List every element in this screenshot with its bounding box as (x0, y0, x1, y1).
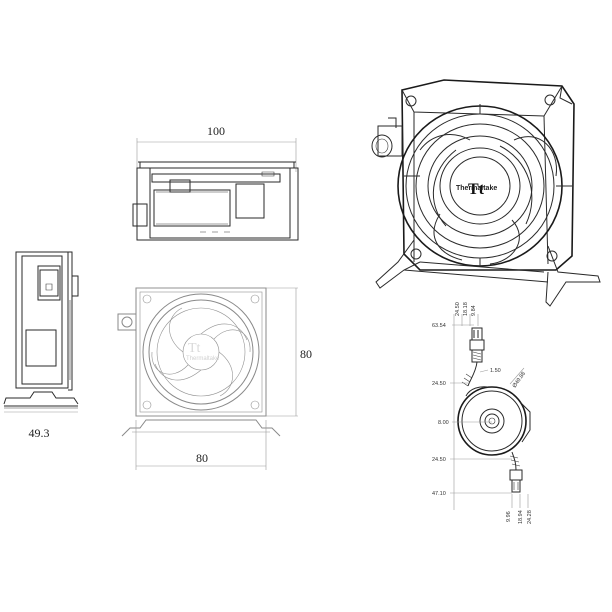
dim-label-47-10: 47.10 (432, 491, 446, 497)
top-width-label: 100 (207, 124, 225, 138)
dim-label-24-28: 24.28 (527, 510, 533, 524)
front-height-label: 80 (300, 347, 312, 361)
dim-label-18-18: 18.18 (463, 302, 469, 316)
top-view: 100 (132, 124, 299, 241)
dim-label-8-00: 8.00 (438, 420, 449, 426)
front-dimensions: 80 80 (135, 287, 312, 470)
dim-label-63-54: 63.54 (432, 323, 446, 329)
svg-text:Thermaltake: Thermaltake (186, 356, 220, 362)
brand-name: Thermaltake (456, 185, 497, 192)
dim-label-24-50-a: 24.50 (455, 302, 461, 316)
dim-label-9-96: 9.96 (506, 511, 512, 522)
fan-perspective: Tt Thermaltake (371, 79, 601, 307)
dim-label-24-50-c: 24.50 (432, 457, 446, 463)
dim-label-24-50-b: 24.50 (432, 381, 446, 387)
cable-reel-drawing: 24.50 18.18 9.84 63.54 1.50 Ø49.88 24.50… (432, 302, 533, 524)
dim-label-1-50: 1.50 (490, 368, 501, 374)
front-view: Tt Thermaltake (117, 287, 281, 437)
dim-label-18-94: 18.94 (518, 510, 524, 524)
side-view: 49.3 (3, 251, 79, 440)
front-width-label: 80 (196, 451, 208, 465)
svg-text:Tt: Tt (188, 341, 201, 356)
brand-logo-icon: Tt (468, 181, 485, 198)
side-depth-label: 49.3 (29, 426, 50, 440)
dim-label-9-84: 9.84 (471, 305, 477, 316)
